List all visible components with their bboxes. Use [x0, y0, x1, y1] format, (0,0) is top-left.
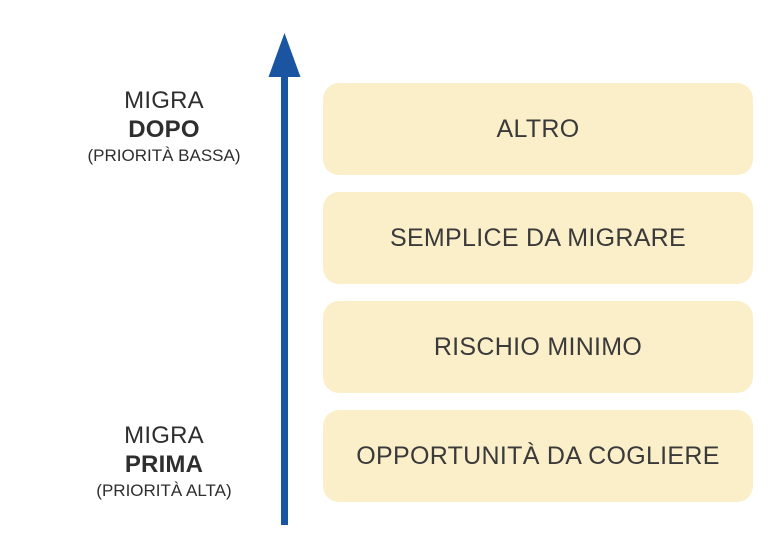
- axis-label-line-emphasis: PRIMA: [124, 451, 204, 478]
- axis-label-line: MIGRA: [124, 87, 204, 114]
- category-box-altro: ALTRO: [323, 83, 753, 175]
- axis-label-migra-dopo: MIGRA DOPO (PRIORITÀ BASSA): [48, 86, 280, 168]
- axis-label-migra-prima: MIGRA PRIMA (PRIORITÀ ALTA): [48, 421, 280, 503]
- category-box-label: ALTRO: [496, 114, 580, 143]
- category-box-semplice-da-migrare: SEMPLICE DA MIGRARE: [323, 192, 753, 284]
- category-box-label: OPPORTUNITÀ DA COGLIERE: [356, 441, 720, 470]
- axis-label-line-emphasis: DOPO: [128, 116, 200, 143]
- axis-label-priority-note: (PRIORITÀ BASSA): [87, 146, 241, 165]
- category-box-label: SEMPLICE DA MIGRARE: [389, 223, 687, 252]
- axis-label-priority-note: (PRIORITÀ ALTA): [96, 481, 232, 500]
- category-box-label: RISCHIO MINIMO: [433, 332, 643, 361]
- axis-label-line: MIGRA: [124, 422, 204, 449]
- category-box-rischio-minimo: RISCHIO MINIMO: [323, 301, 753, 393]
- category-box-opportunita-da-cogliere: OPPORTUNITÀ DA COGLIERE: [323, 410, 753, 502]
